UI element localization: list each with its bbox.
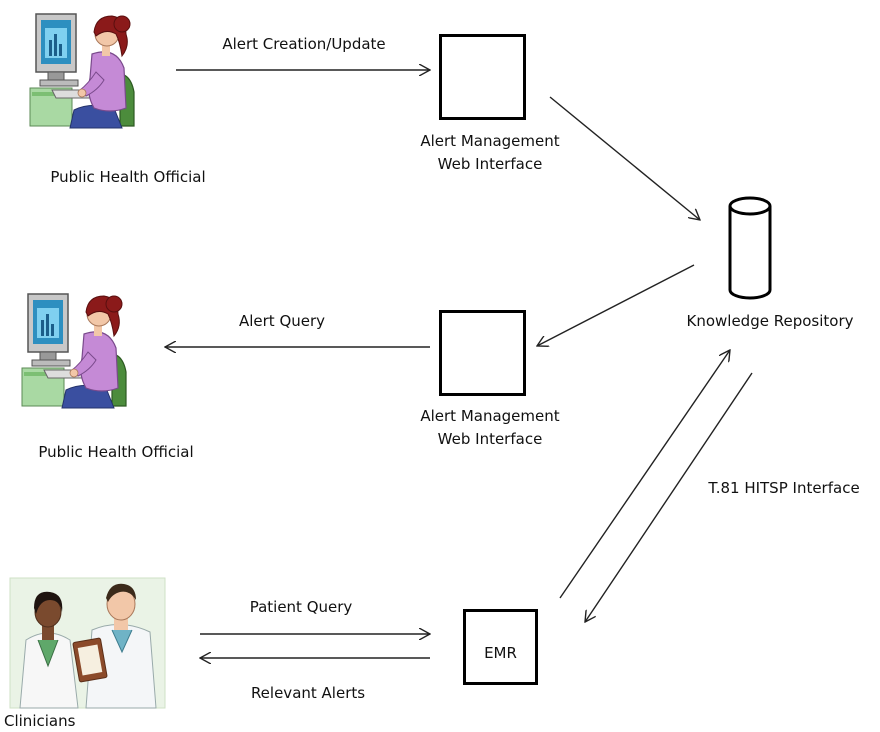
alert-management-box-top [439,34,526,120]
emr-box: EMR [463,609,538,685]
edge-label-alert-creation: Alert Creation/Update [222,35,386,53]
arrow-interface-to-repository [549,96,700,220]
official-top-label: Public Health Official [50,168,206,186]
alert-management-label-middle-line2: Web Interface [437,430,543,448]
alert-management-label-top-line2: Web Interface [437,155,543,173]
database-icon [728,196,772,300]
official-middle-icon [21,293,127,409]
emr-label: EMR [484,644,517,662]
edge-label-hitsp-interface: T.81 HITSP Interface [708,479,860,497]
edge-label-patient-query: Patient Query [249,598,353,616]
alert-management-label-middle-line1: Alert Management [420,407,560,425]
official-middle-label: Public Health Official [38,443,194,461]
alert-management-box-middle [439,310,526,396]
edge-label-alert-query: Alert Query [238,312,326,330]
repository-label: Knowledge Repository [686,312,854,330]
arrow-repository-to-interface [537,264,695,346]
clinicians-label: Clinicians [4,712,76,730]
official-top-icon [29,13,135,129]
arrow-emr-to-repository [559,350,730,599]
edge-label-relevant-alerts: Relevant Alerts [250,684,366,702]
alert-management-label-top-line1: Alert Management [420,132,560,150]
clinicians-icon [9,577,166,709]
arrow-repository-to-emr [585,372,753,622]
